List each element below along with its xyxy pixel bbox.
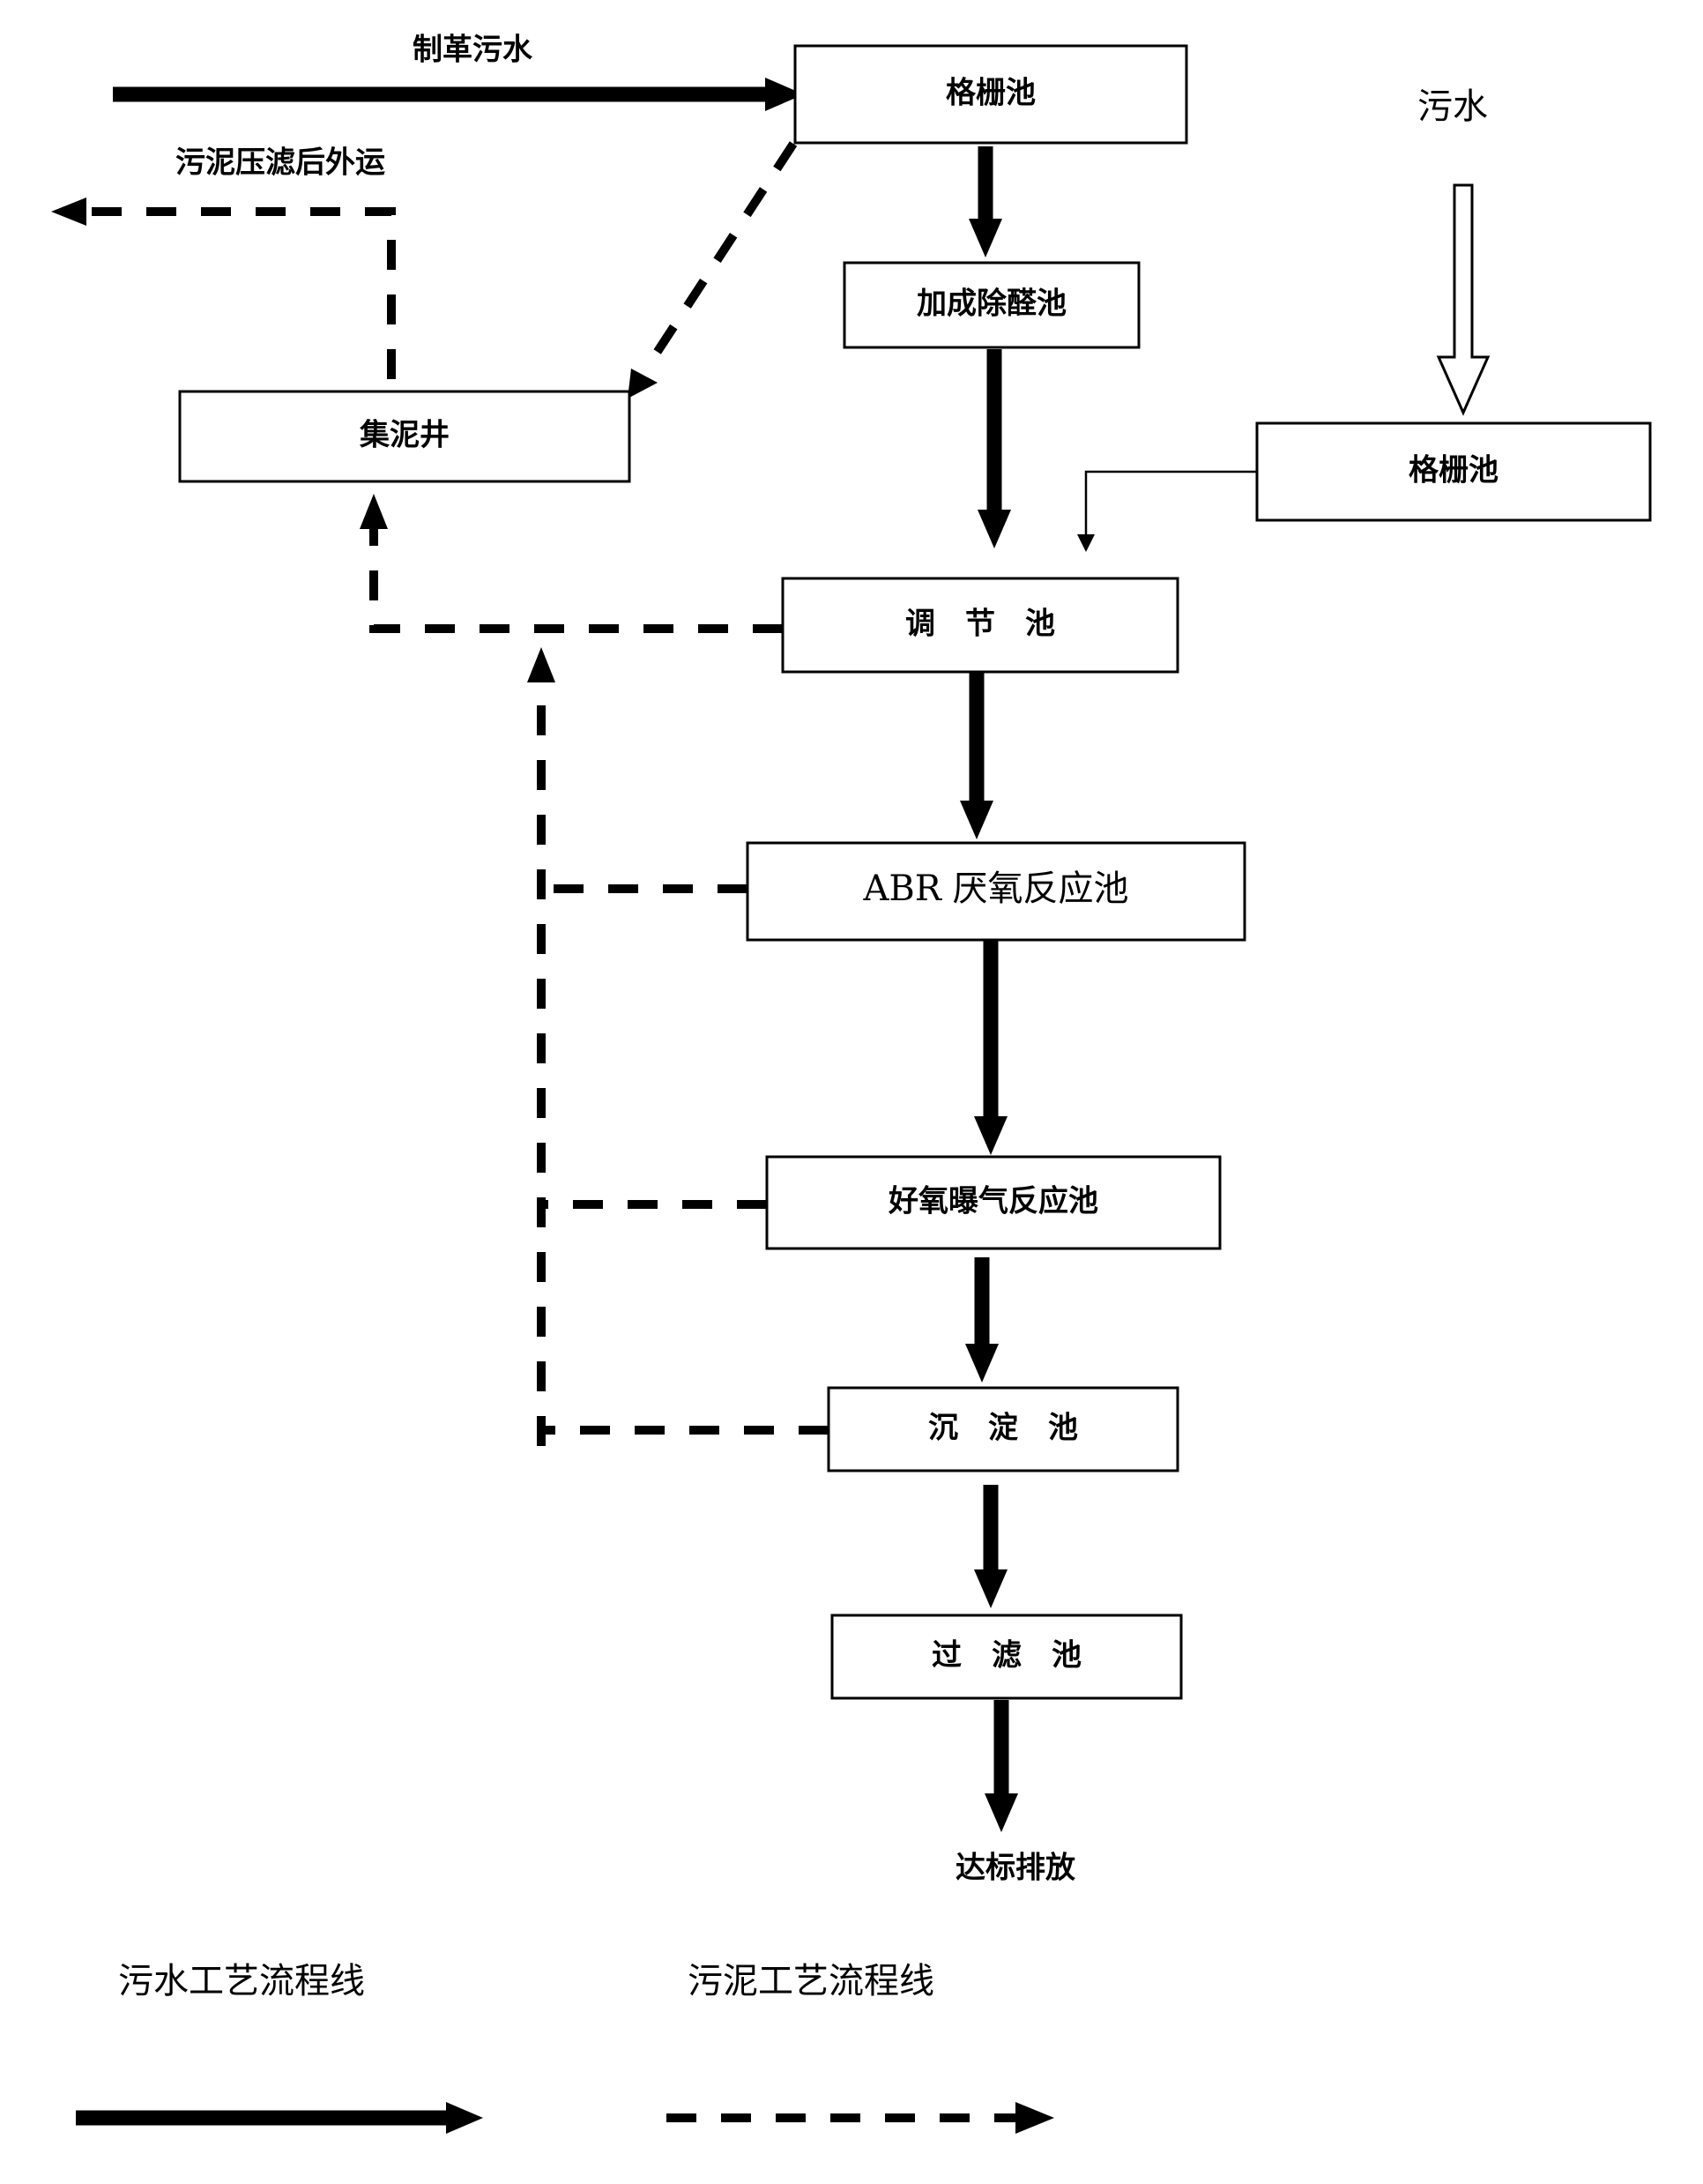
arrowhead [527,647,555,682]
aldehyde-removal-label: 加成除醛池 [917,287,1067,322]
arrowhead [1077,534,1095,552]
arrowhead [985,1793,1018,1832]
abr-label: ABR 厌氧反应池 [862,868,1128,909]
node-regulating: 调 节 池 [781,577,1179,674]
regulating-box [781,577,1179,674]
sludge-export-label: 污泥压滤后外运 [175,145,385,181]
filter-box [830,1614,1183,1700]
node-sludge-well: 集泥井 [178,390,631,483]
node-filter: 过 滤 池 [830,1614,1183,1700]
arrowhead [960,801,993,839]
arrowhead [765,78,804,111]
legend-dashed-arrowhead [1015,2102,1054,2134]
legend-solid-arrowhead [446,2102,483,2134]
sedimentation-box [827,1386,1179,1472]
sedimentation-label: 沉 淀 池 [928,1411,1078,1446]
node-aldehyde-removal: 加成除醛池 [843,261,1141,349]
regulating-label: 调 节 池 [905,607,1055,642]
legend-wastewater-label: 污水工艺流程线 [118,1961,365,2001]
wastewater-flow-lines [113,78,1018,1832]
sludge-grille-to-well [641,141,798,373]
arrowhead [51,198,86,226]
node-grille-2: 格栅池 [1255,421,1652,522]
legend: 污水工艺流程线 污泥工艺流程线 [76,1961,1054,2134]
hollow-inflow-arrow [1436,183,1491,416]
tannery-wastewater-label: 制革污水 [413,33,533,68]
node-abr: ABR 厌氧反应池 [746,841,1246,942]
aldehyde-removal-box [843,261,1141,349]
arrowhead [628,369,658,399]
flow-grille2-to-regulating [1084,470,1257,540]
sludge-regulating-to-well [369,527,783,633]
grille-1-box [793,44,1188,145]
legend-sludge-label: 污泥工艺流程线 [688,1961,934,2001]
arrowhead [974,1569,1008,1608]
sludge-well-label: 集泥井 [359,418,450,453]
node-aerobic: 好氧曝气反应池 [765,1155,1222,1250]
sludge-well-box [178,390,631,483]
arrowhead [974,1116,1008,1155]
grille-1-label: 格栅池 [946,76,1036,111]
abr-box [746,841,1246,942]
filter-label: 过 滤 池 [932,1638,1082,1673]
wastewater-label: 污水 [1417,86,1488,127]
node-grille-1: 格栅池 [793,44,1188,145]
aerobic-label: 好氧曝气反应池 [888,1184,1098,1219]
grille-2-label: 格栅池 [1409,453,1498,488]
arrowhead [965,1344,999,1383]
node-sedimentation: 沉 淀 池 [827,1386,1179,1472]
arrowhead [978,510,1011,548]
aerobic-box [765,1155,1222,1250]
sludge-flow-lines [51,141,829,1446]
sludge-well-to-export [85,207,396,379]
arrowhead [969,219,1002,257]
grille-2-box [1255,421,1652,522]
arrowhead [360,494,388,529]
discharge-label: 达标排放 [956,1851,1075,1886]
